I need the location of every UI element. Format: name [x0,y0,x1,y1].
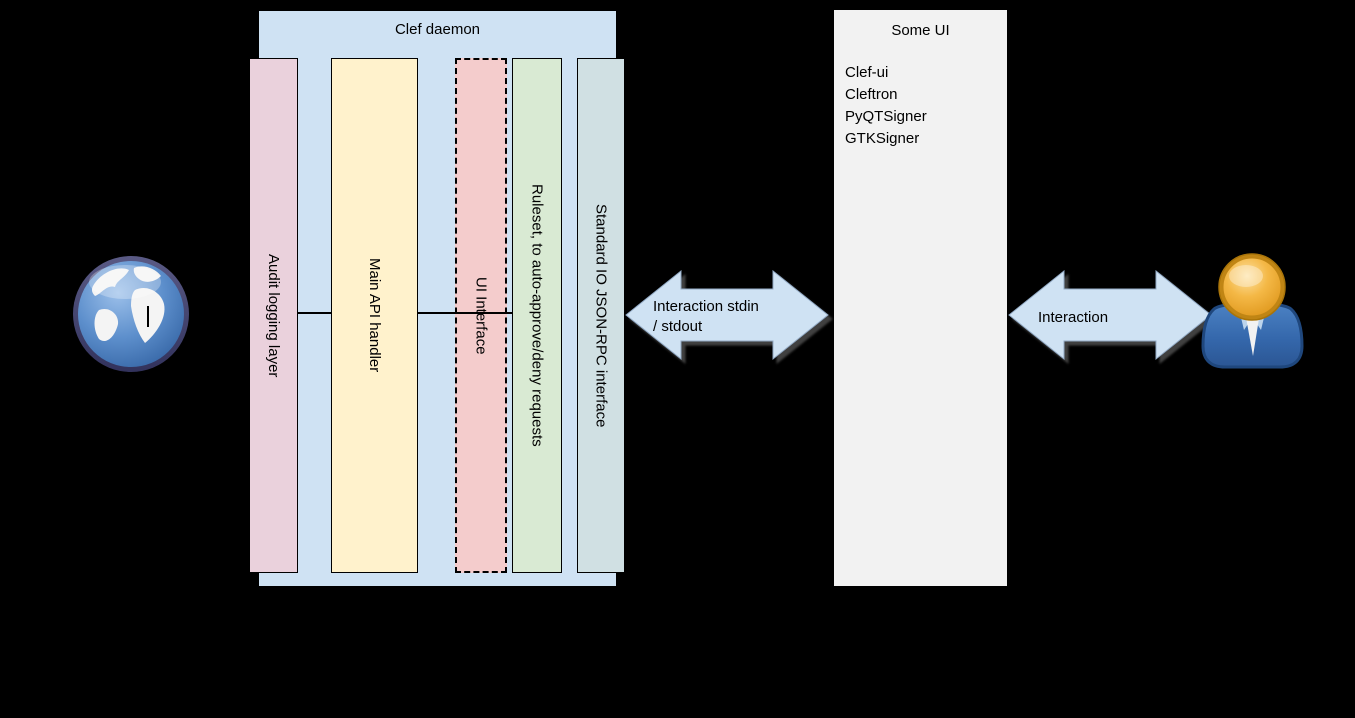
layer-audit-logging: Audit logging layer [249,58,298,573]
layer-ruleset: Ruleset, to auto-approve/deny requests [512,58,562,573]
list-item: Clef-ui [845,64,889,81]
clef-daemon-box [258,10,617,587]
layer-label: Standard IO JSON-RPC interface [592,203,610,428]
layer-main-api-handler: Main API handler [331,58,418,573]
some-ui-title: Some UI [891,22,950,39]
connector-line [147,306,149,327]
list-item: PyQTSigner [845,108,927,125]
connector-line [298,312,331,314]
layer-label: UI Interface [472,276,490,355]
list-item: Cleftron [845,86,898,103]
clef-daemon-title: Clef daemon [394,21,481,38]
user-icon [1201,253,1304,369]
layer-stdio-jsonrpc: Standard IO JSON-RPC interface [577,58,625,573]
globe-icon [73,256,189,372]
ui-implementations-list: Clef-ui Cleftron PyQTSigner GTKSigner [845,62,1000,150]
stdin-stdout-arrow-label: Interaction stdin / stdout [653,298,759,335]
layer-label: Ruleset, to auto-approve/deny requests [528,184,546,447]
list-item: GTKSigner [845,130,920,147]
layer-ui-interface: UI Interface [455,58,507,573]
some-ui-box [833,9,1008,587]
interaction-arrow-label: Interaction [1038,309,1109,326]
layer-label: Main API handler [366,258,383,373]
connector-line [418,312,512,314]
layer-label: Audit logging layer [265,253,282,378]
stdin-stdout-arrow [625,270,829,361]
